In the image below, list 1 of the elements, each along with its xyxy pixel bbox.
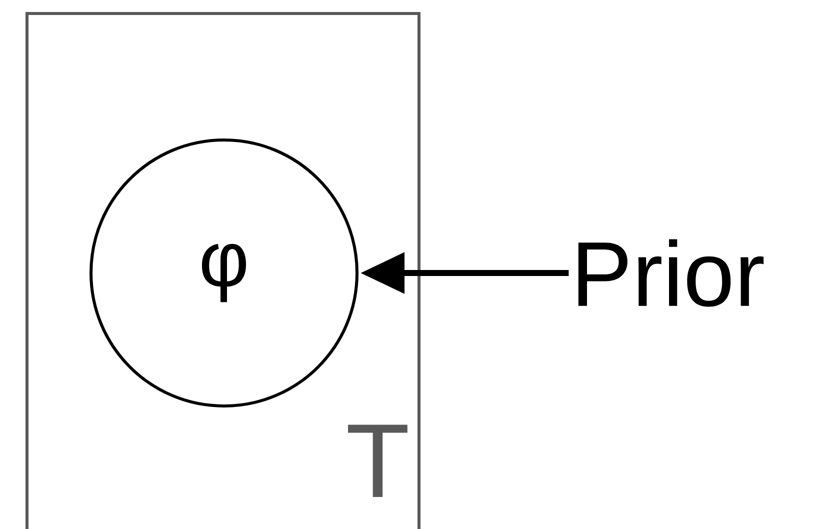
prior-label: Prior <box>578 239 764 307</box>
